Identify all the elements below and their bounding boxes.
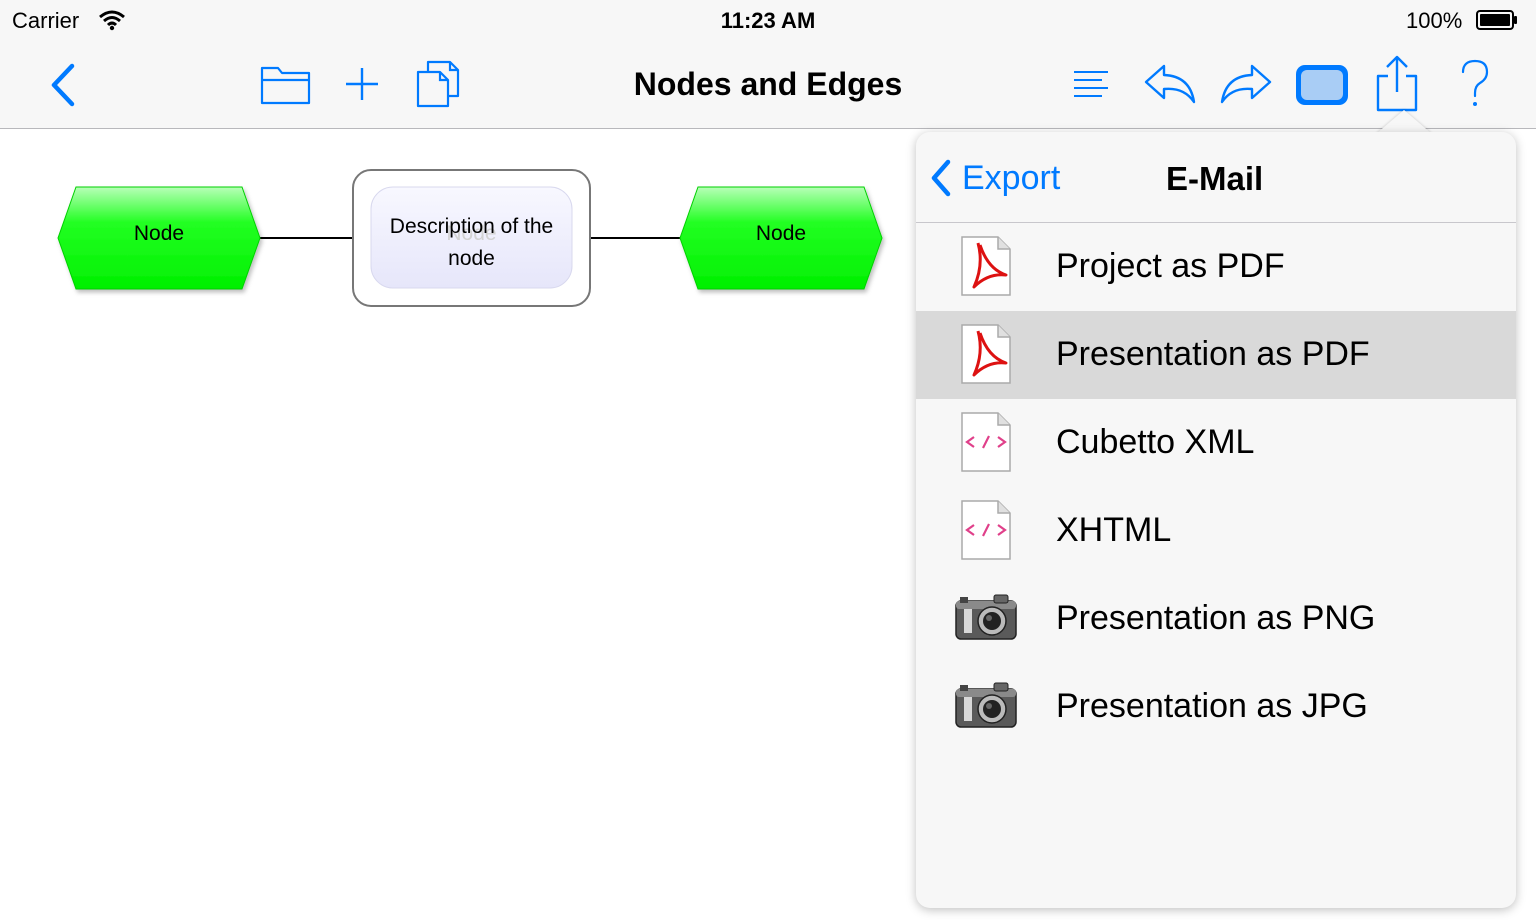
page-title: Nodes and Edges [633,66,903,102]
carrier-label: Carrier [12,8,80,33]
export-back-label: Export [962,158,1061,197]
back-icon [51,63,75,107]
help-button[interactable] [1460,58,1490,110]
camera-icon [955,594,1017,640]
shape-icon [1296,65,1348,105]
back-button[interactable] [48,62,78,108]
export-popover: Export E-Mail Project as PDF Presentatio… [916,132,1516,908]
menu-item-label: Presentation as PDF [1056,335,1370,373]
status-bar: Carrier 11:23 AM 100% [0,0,1536,42]
description-text: Description of the node [371,211,572,275]
copy-icon [416,60,460,108]
xml-icon [961,412,1011,472]
xml-icon [961,500,1011,560]
help-icon [1461,59,1489,106]
list-icon [1074,71,1108,97]
undo-icon [1144,64,1196,104]
node-left[interactable] [57,186,261,290]
menu-item-xhtml[interactable]: XHTML [916,487,1516,575]
duplicate-button[interactable] [414,58,462,110]
node-left-label: Node [133,222,185,245]
menu-item-label: XHTML [1056,511,1172,549]
node-right[interactable] [679,186,883,290]
nav-bar: Nodes and Edges [0,42,1536,129]
camera-icon [955,682,1017,728]
menu-item-label: Cubetto XML [1056,423,1255,461]
description-line-1: Description of the [389,215,554,238]
add-button[interactable] [344,64,380,104]
menu-item-project-pdf[interactable]: Project as PDF [916,223,1516,311]
menu-item-label: Project as PDF [1056,247,1285,285]
menu-item-label: Presentation as JPG [1056,687,1368,725]
export-format-list: Project as PDF Presentation as PDF Cubet… [916,223,1516,751]
share-icon [1376,55,1418,112]
shape-style-button[interactable] [1294,62,1350,108]
pdf-icon [961,236,1011,296]
diagram-svg [57,169,883,307]
wifi-icon [99,10,125,31]
menu-item-presentation-png[interactable]: Presentation as PNG [916,575,1516,663]
description-line-2: node [448,247,495,270]
popover-arrow [1376,110,1432,134]
redo-button[interactable] [1218,62,1274,106]
battery-percent: 100% [1406,8,1463,33]
diagram-canvas[interactable]: Node Node Node Description of the node [0,129,1536,920]
description-box[interactable] [370,186,573,289]
share-button[interactable] [1374,54,1422,114]
outline-button[interactable] [1072,68,1110,102]
undo-button[interactable] [1142,62,1198,106]
description-hidden-label: Node [446,222,497,245]
chevron-left-icon [931,159,951,197]
pdf-icon [961,324,1011,384]
menu-item-label: Presentation as PNG [1056,599,1376,637]
node-right-label: Node [755,222,807,245]
redo-icon [1220,64,1272,104]
open-folder-button[interactable] [260,62,312,106]
battery-icon [1476,10,1517,30]
plus-icon [346,68,378,100]
menu-item-presentation-jpg[interactable]: Presentation as JPG [916,663,1516,751]
clock-label: 11:23 AM [720,8,816,33]
menu-item-cubetto-xml[interactable]: Cubetto XML [916,399,1516,487]
popover-title: E-Mail [1166,160,1264,197]
export-back-button[interactable]: Export [930,158,1060,198]
popover-header: Export E-Mail [916,132,1516,223]
folder-icon [260,66,311,105]
menu-item-presentation-pdf[interactable]: Presentation as PDF [916,311,1516,399]
